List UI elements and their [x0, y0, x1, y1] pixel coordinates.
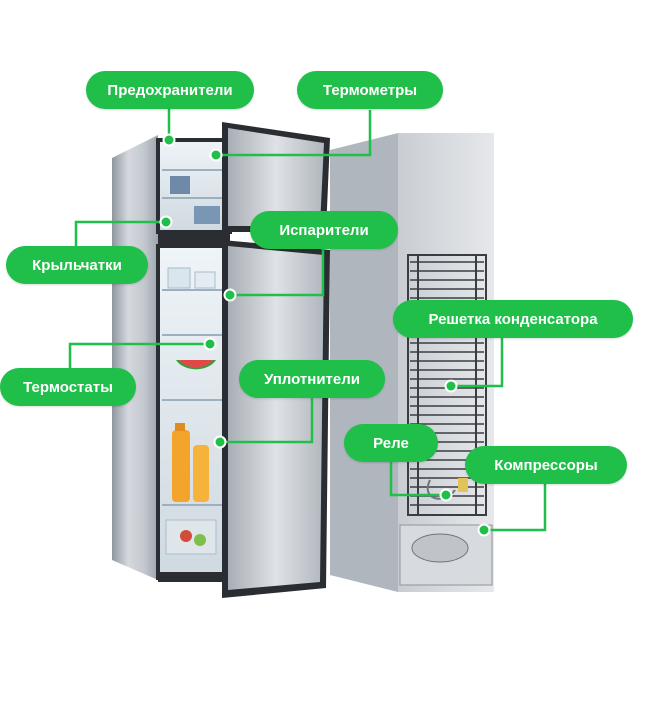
leader-thermometers — [216, 110, 372, 157]
front-fridge — [112, 122, 330, 598]
leader-seals — [220, 398, 314, 444]
label-condenser-grille: Решетка конденсатора — [393, 300, 633, 338]
dot-compressors — [477, 523, 491, 537]
label-relay: Реле — [344, 424, 438, 462]
leader-relay — [389, 462, 446, 497]
dot-fuses — [162, 133, 176, 147]
dot-thermometers — [209, 148, 223, 162]
label-fans: Крыльчатки — [6, 246, 148, 284]
fridge-side-panel — [112, 135, 158, 580]
fridge-door — [228, 246, 324, 590]
leader-lines — [68, 108, 547, 532]
label-compressors: Компрессоры — [465, 446, 627, 484]
leader-dots — [159, 133, 491, 537]
leader-evaporators — [230, 248, 325, 297]
label-seals: Уплотнители — [239, 360, 385, 398]
leader-fans — [74, 220, 166, 246]
leader-thermostats — [68, 342, 210, 368]
label-fuses: Предохранители — [86, 71, 254, 109]
relay-unit — [458, 478, 468, 492]
juice-bottle — [172, 430, 190, 502]
freezer-food — [170, 176, 190, 194]
dot-condenser — [444, 379, 458, 393]
leader-compressors — [484, 484, 547, 532]
dot-thermostats — [203, 337, 217, 351]
freezer-door — [228, 128, 324, 226]
compartment-divider — [158, 232, 230, 246]
dot-evaporators — [223, 288, 237, 302]
dot-relay — [439, 488, 453, 502]
compressor-unit — [411, 533, 469, 563]
leader-condenser — [451, 338, 504, 388]
label-thermometers: Термометры — [297, 71, 443, 109]
label-thermostats: Термостаты — [0, 368, 136, 406]
dot-fans — [159, 215, 173, 229]
label-evaporators: Испарители — [250, 211, 398, 249]
dot-seals — [213, 435, 227, 449]
back-fridge-rear-panel — [398, 133, 494, 592]
